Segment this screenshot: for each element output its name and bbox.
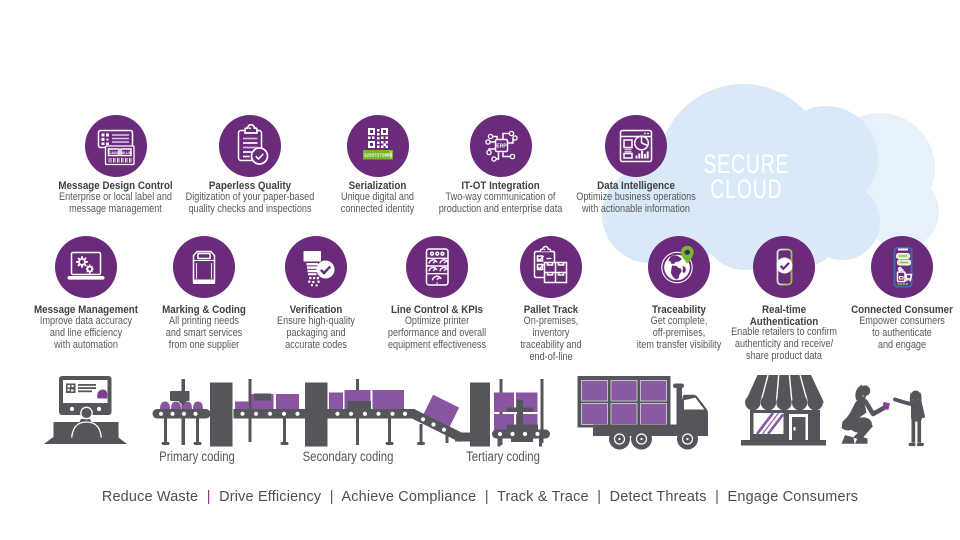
svg-text:ERP: ERP [496, 144, 507, 150]
svg-text:12327272905: 12327272905 [363, 153, 392, 158]
svg-text:40 LB: 40 LB [120, 151, 130, 155]
svg-text:CASE: CASE [108, 151, 119, 155]
